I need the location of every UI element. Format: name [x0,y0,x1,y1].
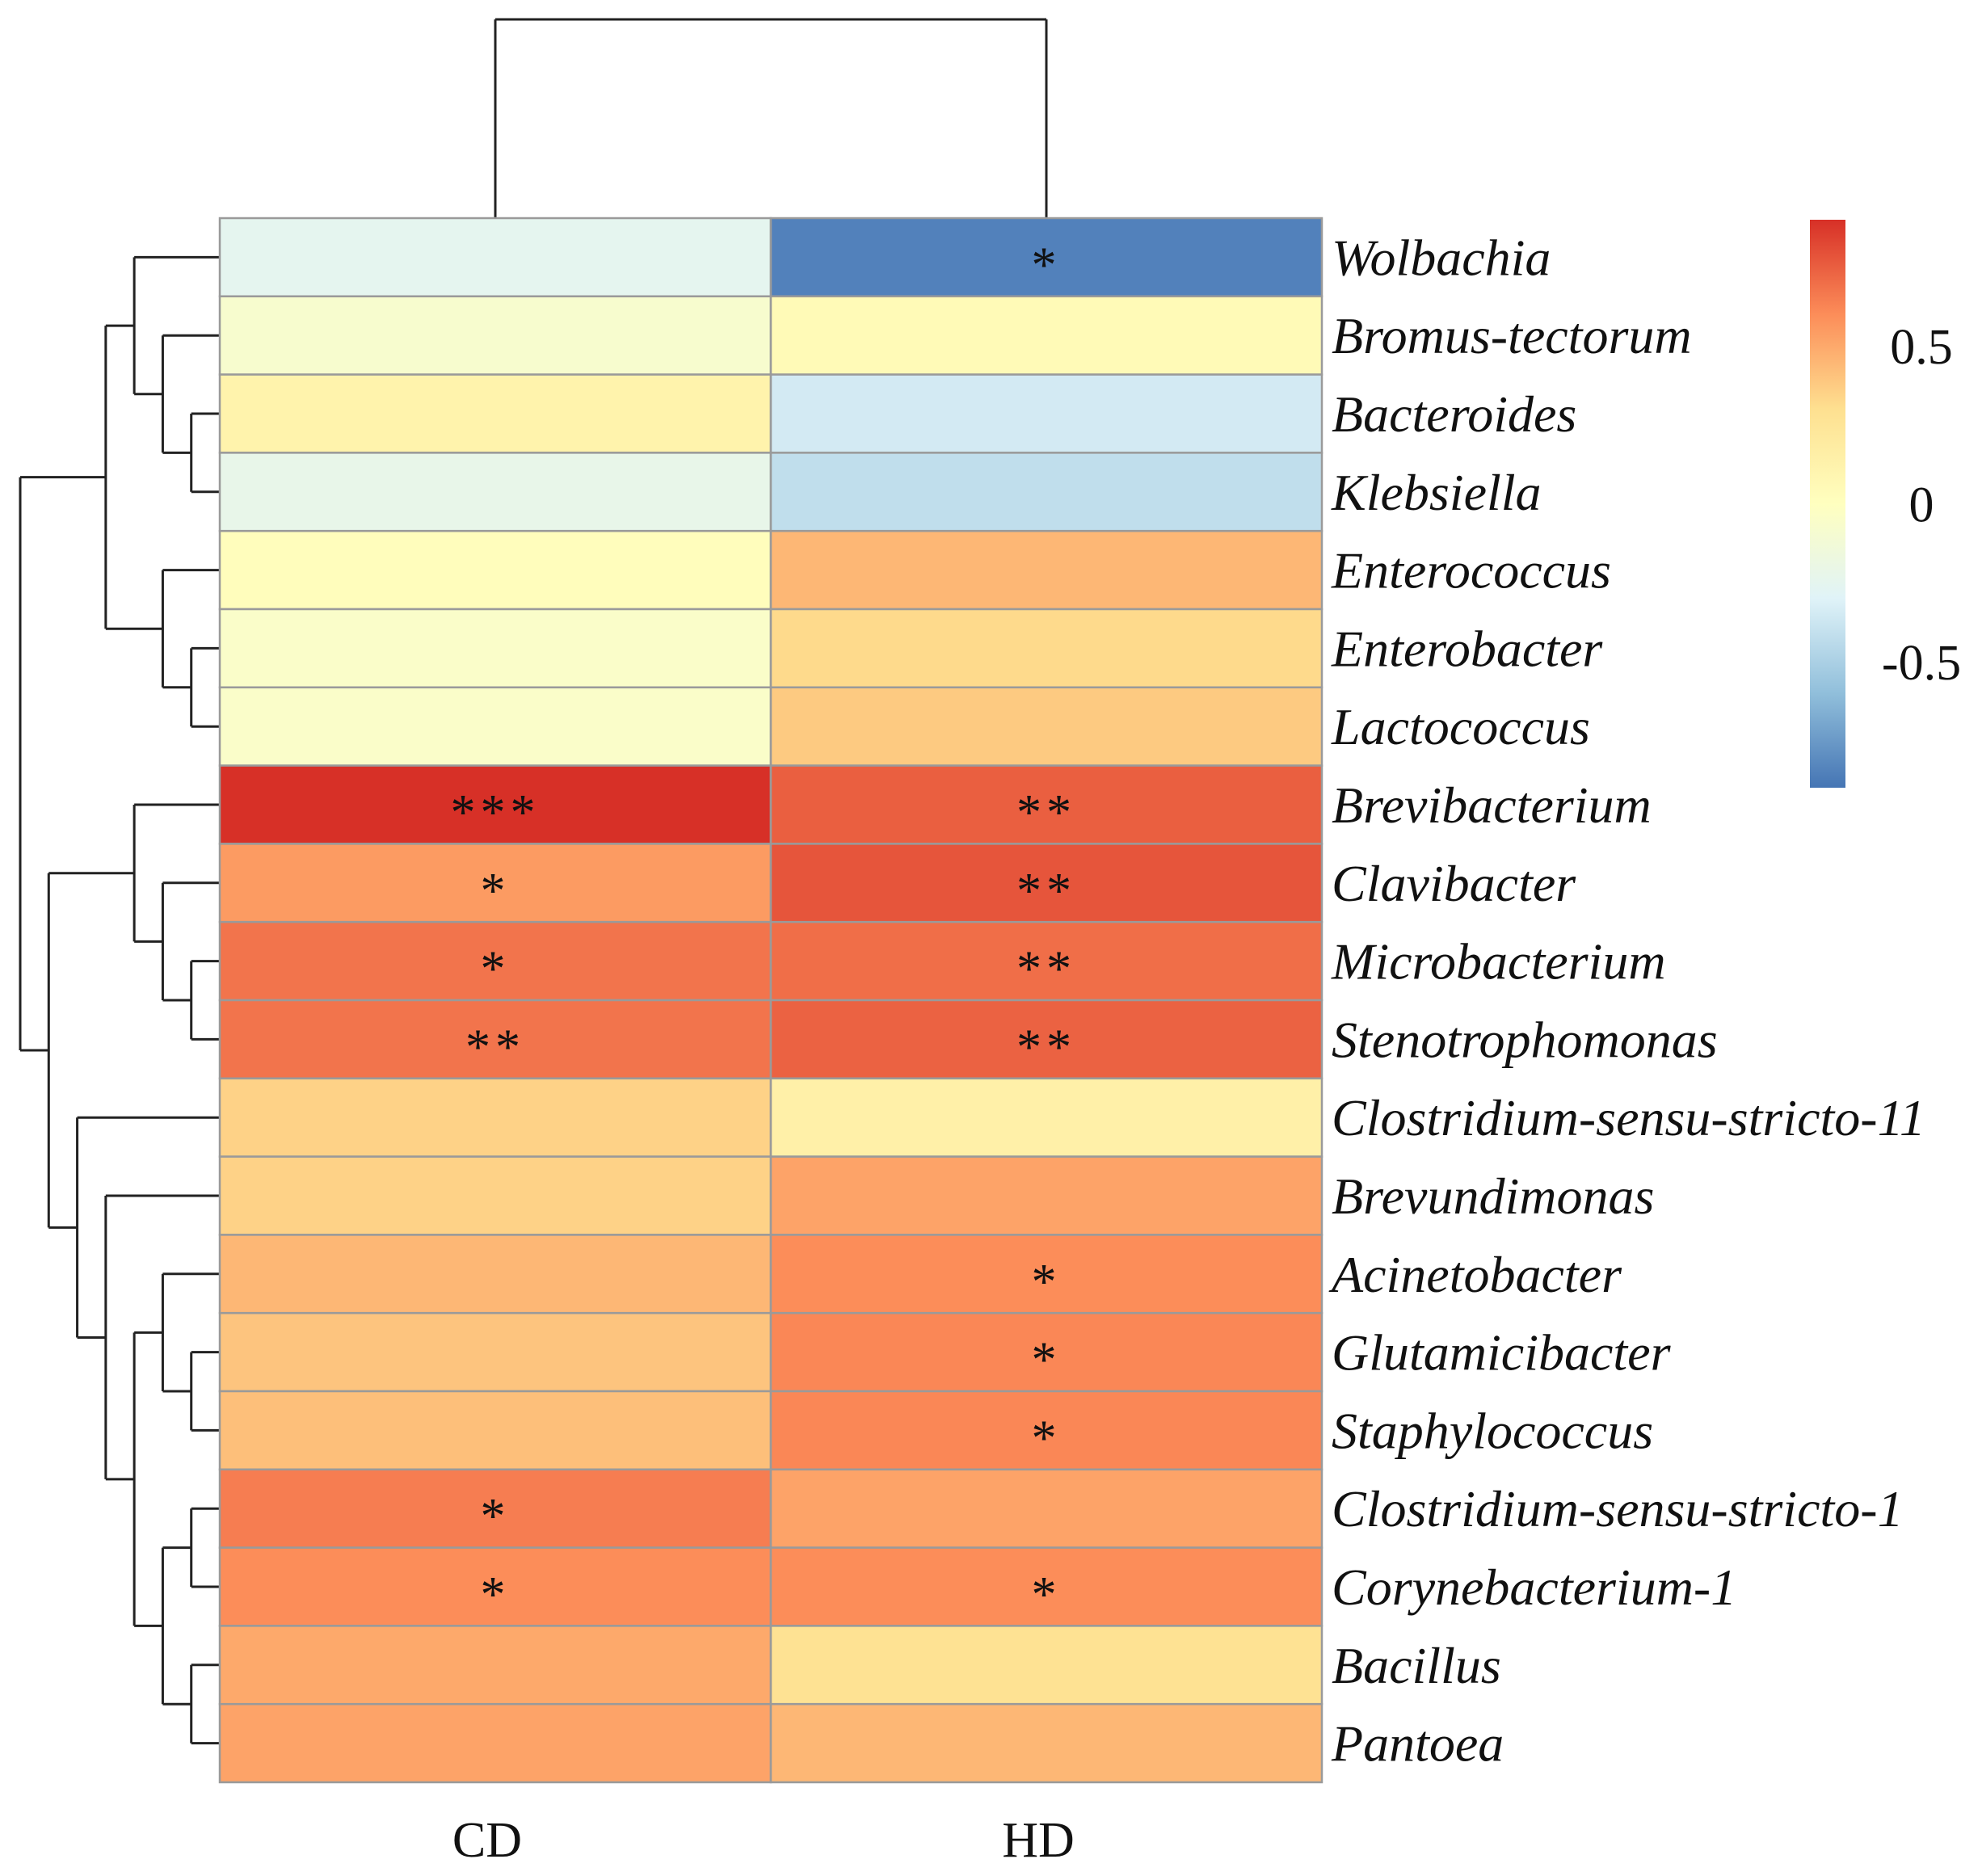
row-label-clostridium-sensu-stricto-11: Clostridium-sensu-stricto-11 [1332,1089,1925,1146]
significance-clavibacter-hd: ** [1016,864,1076,919]
row-label-brevibacterium: Brevibacterium [1332,776,1652,834]
significance-brevibacterium-cd: *** [451,785,541,840]
row-label-brevundimonas: Brevundimonas [1332,1167,1654,1225]
cell-lactococcus-cd [218,686,772,767]
colorbar-tick-label: -0.5 [1882,636,1961,691]
cell-glutamicibacter-cd [218,1311,772,1393]
significance-stenotrophomonas-cd: ** [465,1020,525,1075]
row-label-microbacterium: Microbacterium [1331,933,1666,991]
row-label-bromus-tectorum: Bromus-tectorum [1332,307,1692,364]
column-dendrogram [494,18,1048,218]
significance-clostridium-sensu-stricto-1-cd: * [481,1489,511,1544]
significance-microbacterium-cd: * [481,942,511,997]
cell-enterococcus-hd [769,529,1323,611]
significance-staphylococcus-hd: * [1032,1411,1062,1466]
cell-klebsiella-hd [769,452,1323,532]
cell-brevundimonas-hd [769,1155,1323,1236]
cell-pantoea-hd [769,1702,1323,1784]
cell-enterobacter-hd [769,608,1323,689]
column-labels: CD HD [452,1813,1075,1868]
row-label-bacteroides: Bacteroides [1332,385,1576,443]
row-label-clostridium-sensu-stricto-1: Clostridium-sensu-stricto-1 [1332,1480,1904,1537]
cell-clavibacter-cd [218,843,772,923]
column-label-hd: HD [1002,1813,1075,1868]
significance-corynebacterium-1-hd: * [1032,1567,1062,1622]
significance-microbacterium-hd: ** [1016,942,1076,997]
row-label-enterobacter: Enterobacter [1331,620,1603,677]
cell-bromus-tectorum-cd [218,295,772,376]
significance-wolbachia-hd: * [1032,238,1062,292]
cell-clostridium-sensu-stricto-11-hd [769,1077,1323,1158]
colorbar-tick-label: 0.5 [1890,320,1953,375]
row-label-corynebacterium-1: Corynebacterium-1 [1332,1558,1736,1616]
cell-staphylococcus-cd [218,1390,772,1471]
cell-enterobacter-cd [218,608,772,689]
significance-clavibacter-cd: * [481,864,511,919]
cell-bacteroides-cd [218,373,772,454]
cell-lactococcus-hd [769,686,1323,767]
heatmap-cells [218,217,1323,1784]
row-label-pantoea: Pantoea [1331,1715,1504,1773]
row-label-glutamicibacter: Glutamicibacter [1332,1324,1672,1382]
significance-glutamicibacter-hd: * [1032,1333,1062,1388]
colorbar-gradient [1810,220,1845,788]
cell-corynebacterium-1-hd [769,1546,1323,1627]
cell-brevibacterium-cd [218,764,772,845]
cell-clostridium-sensu-stricto-11-cd [218,1077,772,1158]
cell-clostridium-sensu-stricto-1-cd [218,1468,772,1549]
row-label-lactococcus: Lactococcus [1331,698,1590,755]
row-label-bacillus: Bacillus [1332,1637,1501,1694]
row-label-wolbachia: Wolbachia [1332,229,1551,286]
significance-stenotrophomonas-hd: ** [1016,1020,1076,1075]
cell-clavibacter-hd [769,843,1323,923]
row-label-acinetobacter: Acinetobacter [1328,1246,1622,1303]
row-label-enterococcus: Enterococcus [1331,542,1611,599]
significance-markers: ********************** [451,238,1076,1622]
cell-acinetobacter-cd [218,1234,772,1314]
significance-brevibacterium-hd: ** [1016,785,1076,840]
cell-bacteroides-hd [769,373,1323,454]
cell-bacillus-cd [218,1625,772,1706]
row-labels: WolbachiaBromus-tectorumBacteroidesKlebs… [1328,229,1925,1772]
cell-stenotrophomonas-hd [769,999,1323,1080]
cell-pantoea-cd [218,1702,772,1784]
cell-microbacterium-hd [769,920,1323,1002]
cell-brevundimonas-cd [218,1155,772,1236]
cell-clostridium-sensu-stricto-1-hd [769,1468,1323,1549]
cell-klebsiella-cd [218,452,772,532]
row-label-staphylococcus: Staphylococcus [1332,1402,1653,1459]
cell-stenotrophomonas-cd [218,999,772,1080]
row-label-clavibacter: Clavibacter [1332,855,1576,912]
cell-glutamicibacter-hd [769,1311,1323,1393]
colorbar-tick-label: 0 [1909,478,1934,533]
cell-enterococcus-cd [218,529,772,611]
cell-wolbachia-cd [218,217,772,298]
significance-acinetobacter-hd: * [1032,1255,1062,1310]
row-label-klebsiella: Klebsiella [1331,464,1542,521]
cell-microbacterium-cd [218,920,772,1002]
cell-bromus-tectorum-hd [769,295,1323,376]
colorbar: 0.5 0 -0.5 [1810,220,1961,788]
cell-brevibacterium-hd [769,764,1323,845]
column-label-cd: CD [452,1813,522,1868]
cell-corynebacterium-1-cd [218,1546,772,1627]
significance-corynebacterium-1-cd: * [481,1567,511,1622]
cell-bacillus-hd [769,1625,1323,1706]
row-dendrogram [19,255,220,1745]
row-label-stenotrophomonas: Stenotrophomonas [1332,1011,1718,1068]
